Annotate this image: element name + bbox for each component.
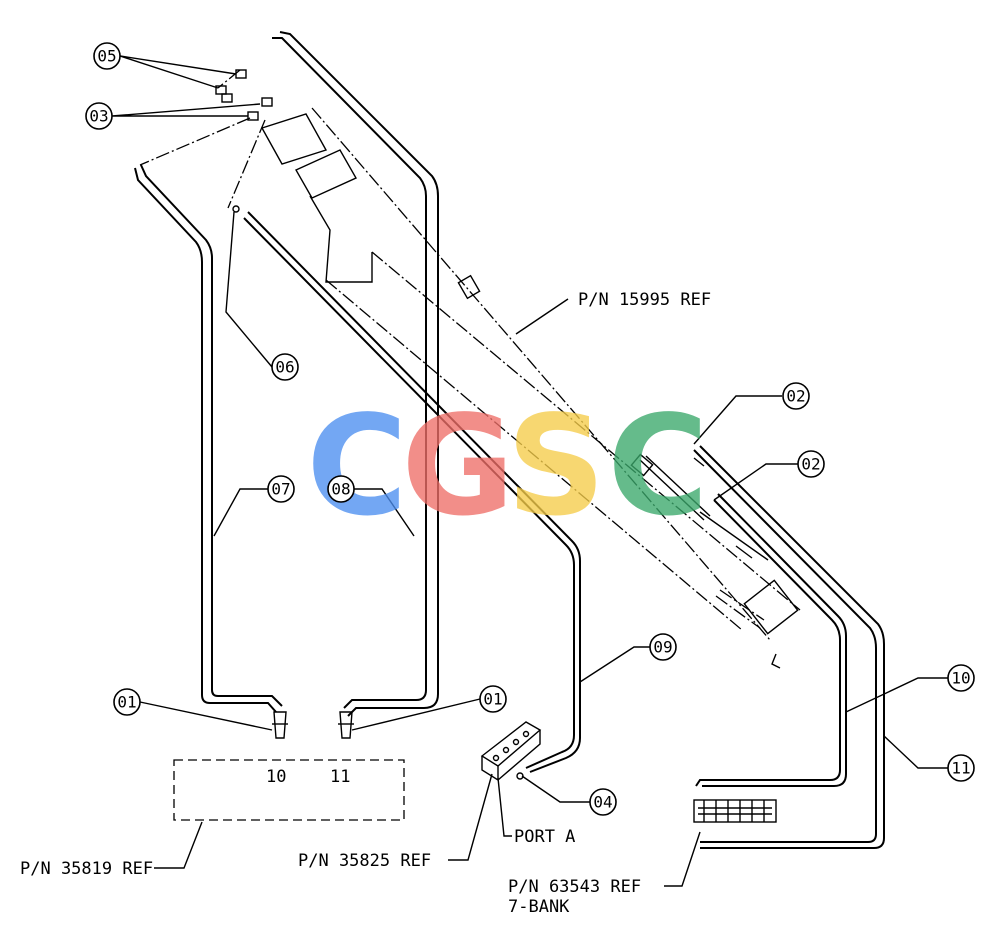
- valve-35819-ref-box: [173, 759, 405, 821]
- svg-text:01: 01: [483, 690, 502, 709]
- tube-11: [693, 445, 885, 849]
- label-pn-63543-ref: P/N 63543 REF: [508, 877, 641, 897]
- callout-01-right: 01: [479, 685, 507, 713]
- callout-07: 07: [267, 475, 295, 503]
- watermark-letter-c1: C: [306, 386, 407, 547]
- label-pn-15995-ref: P/N 15995 REF: [578, 290, 711, 310]
- callout-09: 09: [649, 633, 677, 661]
- watermark-cgsc: C G S C: [306, 386, 708, 547]
- valve-63543-7-bank: [693, 799, 777, 823]
- svg-text:05: 05: [97, 47, 116, 66]
- leader-lines: [111, 55, 948, 887]
- svg-text:07: 07: [271, 480, 290, 499]
- svg-text:08: 08: [331, 480, 350, 499]
- callout-04: 04: [589, 788, 617, 816]
- watermark-letter-s: S: [506, 386, 605, 547]
- svg-text:10: 10: [951, 669, 970, 688]
- svg-text:09: 09: [653, 638, 672, 657]
- svg-text:11: 11: [951, 759, 970, 778]
- svg-text:01: 01: [117, 693, 136, 712]
- svg-text:06: 06: [275, 358, 294, 377]
- callout-02-upper: 02: [782, 382, 810, 410]
- fitting-01-left: [272, 711, 288, 739]
- svg-text:04: 04: [593, 793, 612, 812]
- svg-text:02: 02: [786, 387, 805, 406]
- port-label-10: 10: [266, 767, 286, 787]
- callout-06: 06: [271, 353, 299, 381]
- watermark-letter-g: G: [401, 386, 514, 547]
- label-port-a: PORT A: [514, 827, 575, 847]
- fittings-05-03: [215, 69, 273, 213]
- label-7-bank: 7-BANK: [508, 897, 570, 917]
- svg-text:02: 02: [801, 455, 820, 474]
- label-pn-35825-ref: P/N 35825 REF: [298, 851, 431, 871]
- watermark-letter-c2: C: [607, 386, 708, 547]
- tube-07: [134, 164, 283, 713]
- callout-01-left: 01: [113, 688, 141, 716]
- svg-text:03: 03: [89, 107, 108, 126]
- tube-10: [695, 493, 847, 787]
- label-pn-35819-ref: P/N 35819 REF: [20, 859, 153, 879]
- callout-08: 08: [327, 475, 355, 503]
- tube-09: [243, 211, 581, 773]
- cylinder-15995-ref: [139, 69, 801, 669]
- fitting-01-right: [338, 711, 354, 739]
- callout-03: 03: [85, 102, 113, 130]
- manifold-35825: [480, 721, 542, 782]
- tube-08: [272, 31, 439, 717]
- callout-10: 10: [947, 664, 975, 692]
- port-label-11: 11: [330, 767, 350, 787]
- callout-02-lower: 02: [797, 450, 825, 478]
- callout-05: 05: [93, 42, 121, 70]
- callout-11: 11: [947, 754, 975, 782]
